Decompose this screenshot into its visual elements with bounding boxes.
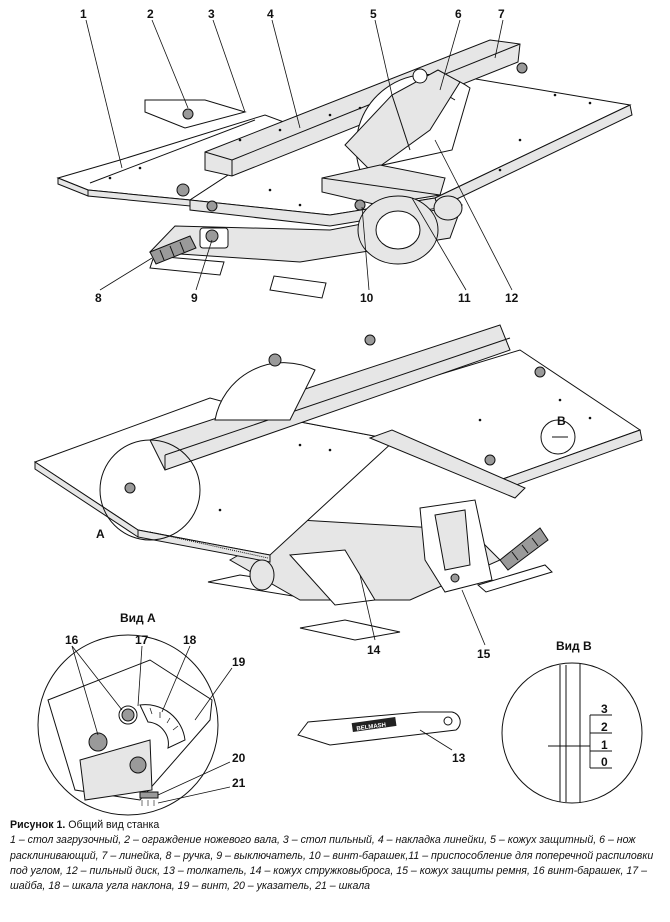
callout-14: 14 xyxy=(367,643,381,657)
callout-20: 20 xyxy=(232,751,246,765)
caption-title: Рисунок 1. xyxy=(10,819,66,831)
callout-6: 6 xyxy=(455,7,462,21)
callout-15: 15 xyxy=(477,647,491,661)
top-leaders xyxy=(85,19,513,291)
callout-16: 16 xyxy=(65,633,79,647)
view-a-detail xyxy=(37,634,233,816)
callout-18: 18 xyxy=(183,633,197,647)
right-handle xyxy=(499,527,549,571)
scale-label-0: 0 xyxy=(601,755,608,769)
callout-3: 3 xyxy=(208,7,215,21)
caption-legend: 1 – стол загрузочный, 2 – ограждение нож… xyxy=(10,834,654,893)
callout-21: 21 xyxy=(232,776,246,790)
scale-label-3: 3 xyxy=(601,702,608,716)
callout-19: 19 xyxy=(232,655,246,669)
callout-17: 17 xyxy=(135,633,149,647)
callout-11: 11 xyxy=(458,291,471,305)
view-b-detail xyxy=(501,662,643,804)
callout-a: A xyxy=(96,527,105,541)
figure-caption: Рисунок 1. Общий вид станка 1 – стол загр… xyxy=(10,818,660,894)
callout-10: 10 xyxy=(360,291,374,305)
top-machine-drawing xyxy=(56,19,633,299)
callout-1: 1 xyxy=(80,7,87,21)
callout-7: 7 xyxy=(498,7,505,21)
pusher-13: BELMASH xyxy=(297,711,461,751)
callout-4: 4 xyxy=(267,7,274,21)
callout-b: B xyxy=(557,414,566,428)
callout-13: 13 xyxy=(452,751,466,765)
scale-label-2: 2 xyxy=(601,720,608,734)
table-holes xyxy=(108,93,592,207)
callout-5: 5 xyxy=(370,7,377,21)
callout-12: 12 xyxy=(505,291,519,305)
view-b-title: Вид В xyxy=(556,639,592,653)
handle-8 xyxy=(149,235,197,265)
callout-9: 9 xyxy=(191,291,198,305)
middle-machine-drawing xyxy=(33,324,643,646)
pusher-brand-label: BELMASH xyxy=(356,722,386,732)
callout-labels: 1 2 3 4 5 6 7 8 9 10 11 12 A B 13 14 15 … xyxy=(65,7,608,790)
scale-label-1: 1 xyxy=(601,738,608,752)
view-a-title: Вид А xyxy=(120,611,156,625)
callout-8: 8 xyxy=(95,291,102,305)
callout-2: 2 xyxy=(147,7,154,21)
caption-name: Общий вид станка xyxy=(65,819,160,831)
